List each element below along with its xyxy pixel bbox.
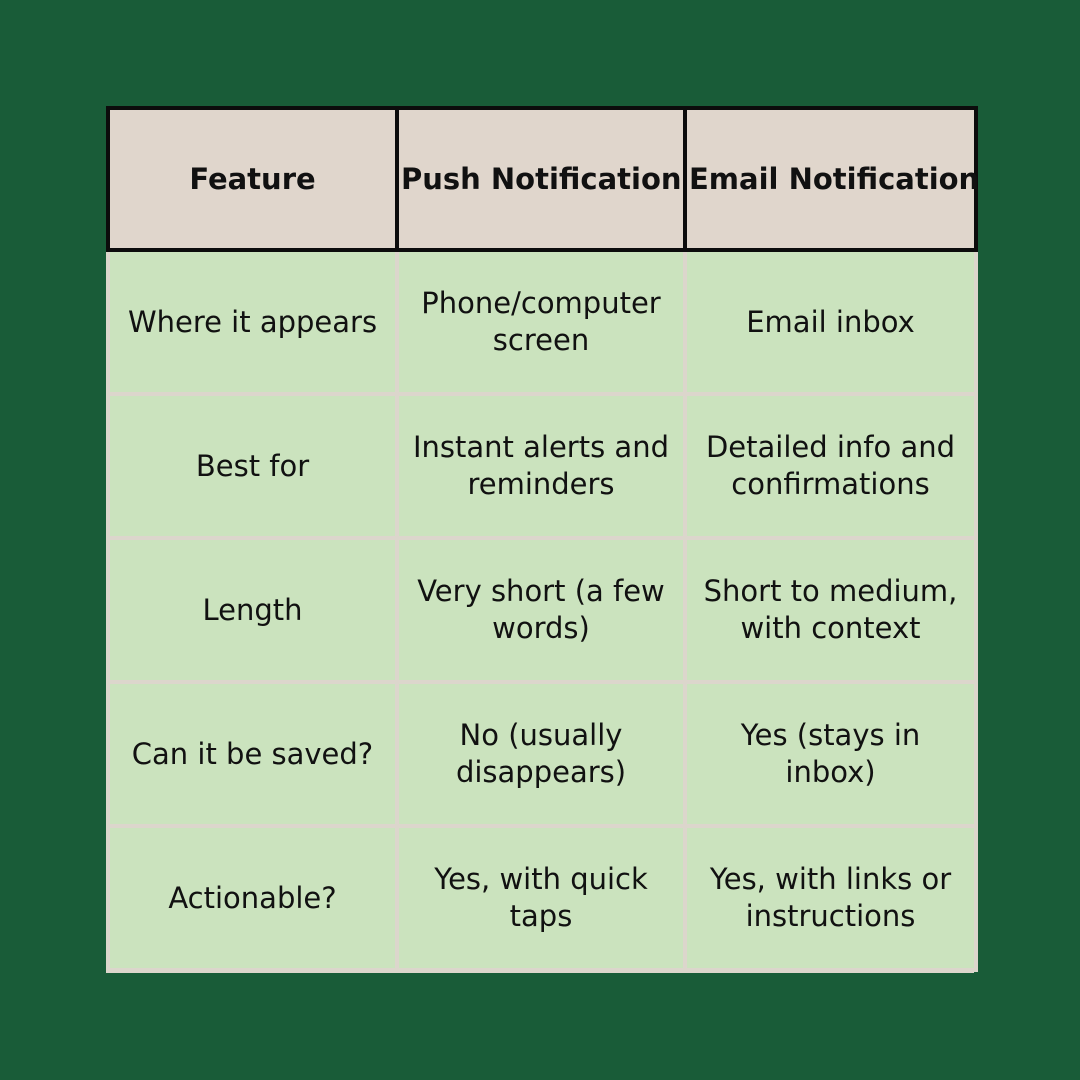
- push-cell: Phone/computer screen: [395, 250, 687, 396]
- comparison-table-container: Feature Push Notification Email Notifica…: [106, 106, 979, 973]
- push-cell: No (usually disappears): [395, 680, 687, 828]
- table-row: Where it appears Phone/computer screen E…: [106, 250, 978, 396]
- header-push-notification: Push Notification: [395, 106, 687, 252]
- email-cell: Short to medium, with context: [683, 536, 978, 684]
- push-cell: Instant alerts and reminders: [395, 392, 687, 540]
- push-cell: Yes, with quick taps: [395, 824, 687, 972]
- table-row: Best for Instant alerts and reminders De…: [106, 392, 978, 540]
- row-label: Can it be saved?: [106, 680, 399, 828]
- row-label: Where it appears: [106, 250, 399, 396]
- row-label: Best for: [106, 392, 399, 540]
- row-label: Actionable?: [106, 824, 399, 972]
- push-cell: Very short (a few words): [395, 536, 687, 684]
- comparison-table: Feature Push Notification Email Notifica…: [106, 106, 979, 972]
- header-email-notification: Email Notification: [683, 106, 979, 252]
- row-label: Length: [106, 536, 399, 684]
- email-cell: Yes, with links or instructions: [683, 824, 978, 972]
- header-feature: Feature: [106, 106, 399, 252]
- email-cell: Email inbox: [683, 250, 978, 396]
- email-cell: Detailed info and confirmations: [683, 392, 978, 540]
- header-row: Feature Push Notification Email Notifica…: [106, 106, 979, 252]
- table-row: Can it be saved? No (usually disappears)…: [106, 680, 978, 828]
- table-row: Actionable? Yes, with quick taps Yes, wi…: [106, 824, 978, 972]
- table-row: Length Very short (a few words) Short to…: [106, 536, 978, 684]
- email-cell: Yes (stays in inbox): [683, 680, 978, 828]
